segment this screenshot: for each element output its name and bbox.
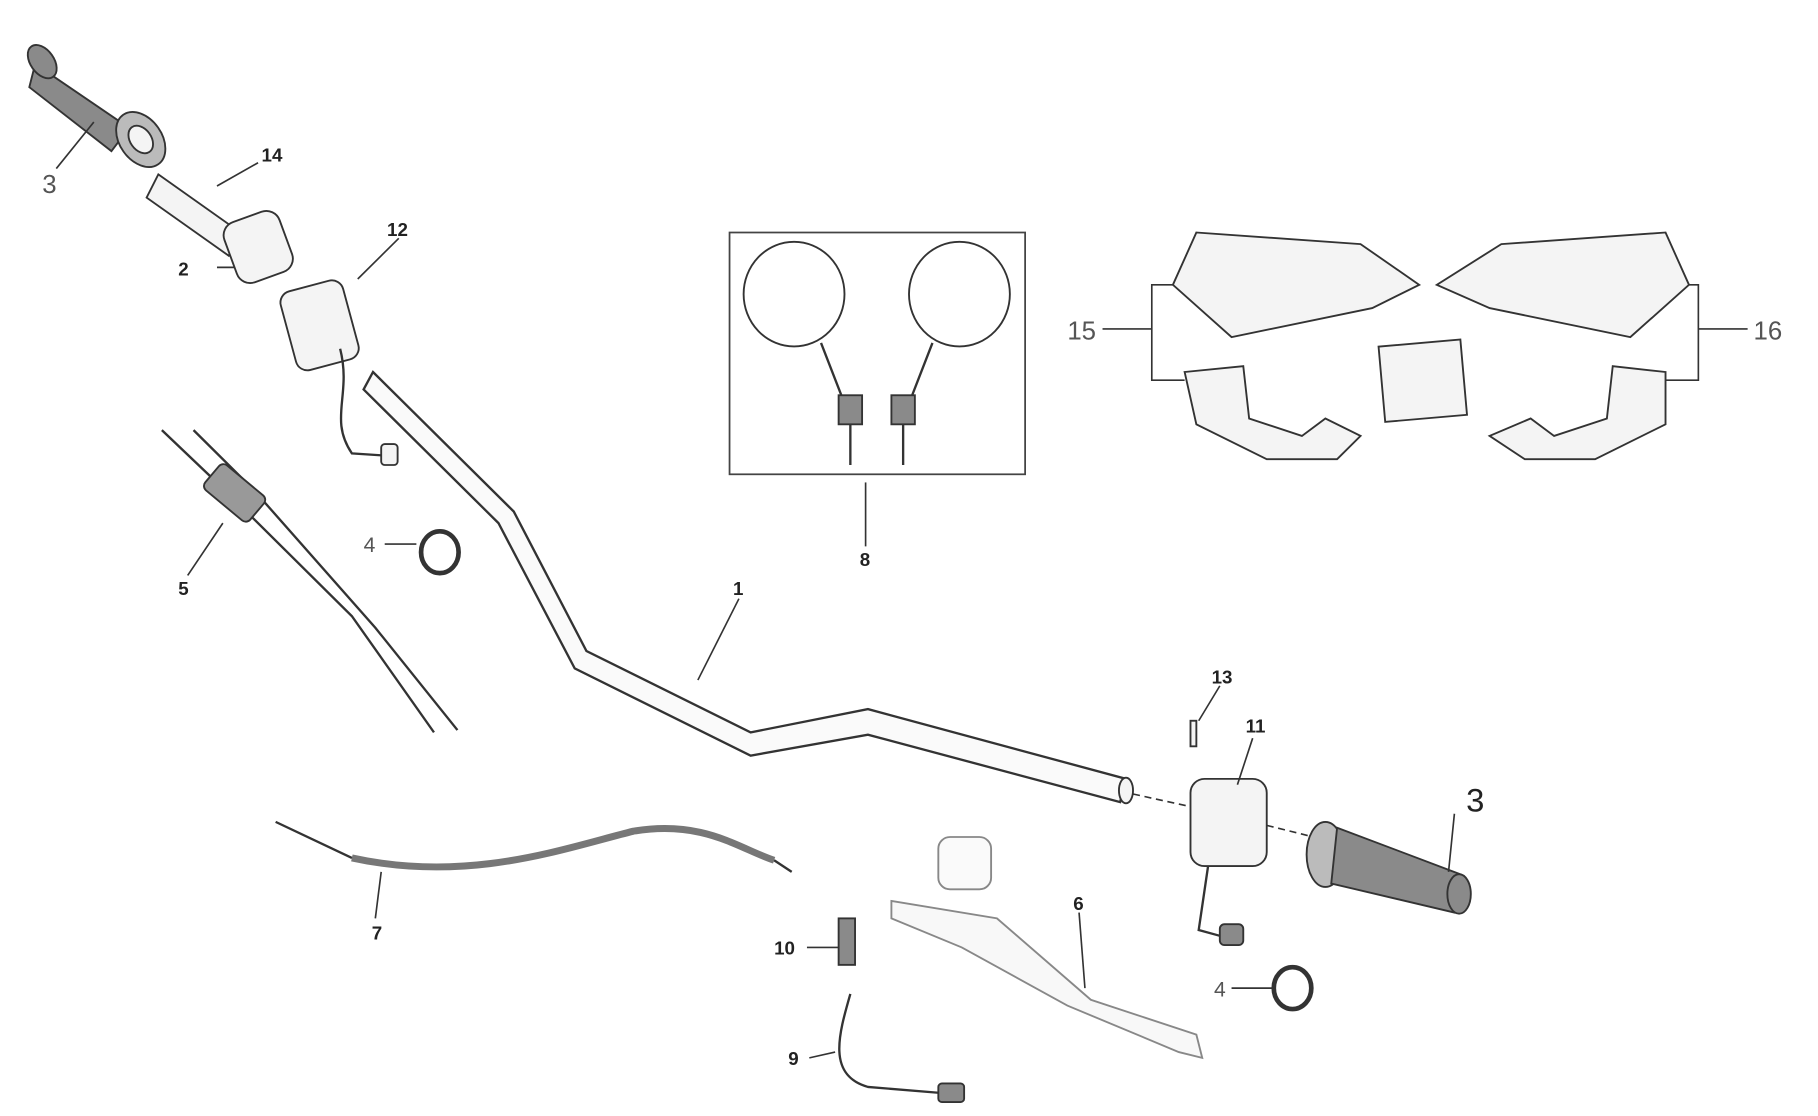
throttle-tube <box>145 172 242 258</box>
left-switch <box>279 279 399 466</box>
handlebar-end <box>1118 776 1134 805</box>
label-2: 2 <box>178 259 188 280</box>
clamp-right <box>1271 964 1314 1012</box>
label-14: 14 <box>262 145 283 166</box>
right-switch <box>1189 777 1268 947</box>
label-3-right: 3 <box>1466 782 1484 819</box>
handguard-right <box>1434 231 1691 461</box>
label-16: 16 <box>1753 318 1782 346</box>
label-5: 5 <box>178 578 188 599</box>
label-15: 15 <box>1067 318 1096 346</box>
mirrors-group <box>728 231 1026 476</box>
label-13: 13 <box>1212 667 1233 688</box>
label-8: 8 <box>860 549 870 570</box>
label-6: 6 <box>1073 893 1083 914</box>
switch-wire <box>838 993 939 1094</box>
right-grip <box>1305 820 1472 915</box>
label-11: 11 <box>1246 715 1266 736</box>
throttle-body <box>222 210 294 284</box>
clutch-switch <box>837 917 856 966</box>
clutch-perch <box>937 836 993 891</box>
label-7: 7 <box>372 922 382 943</box>
clutch-lever <box>890 899 1204 1060</box>
handguard-hardware <box>1377 338 1469 423</box>
throttle-cables <box>161 429 459 734</box>
left-grip <box>26 44 167 168</box>
clamp-left <box>418 528 461 576</box>
label-4-left: 4 <box>364 534 376 557</box>
label-3-left: 3 <box>42 171 56 199</box>
handguard-left <box>1171 231 1422 461</box>
label-9: 9 <box>788 1048 798 1069</box>
handlebar-tube <box>362 370 1128 804</box>
label-12: 12 <box>387 219 408 240</box>
label-1: 1 <box>733 578 743 599</box>
label-10: 10 <box>774 937 795 958</box>
clutch-cable <box>351 825 776 871</box>
label-4-right: 4 <box>1214 978 1226 1001</box>
pin <box>1189 719 1198 748</box>
